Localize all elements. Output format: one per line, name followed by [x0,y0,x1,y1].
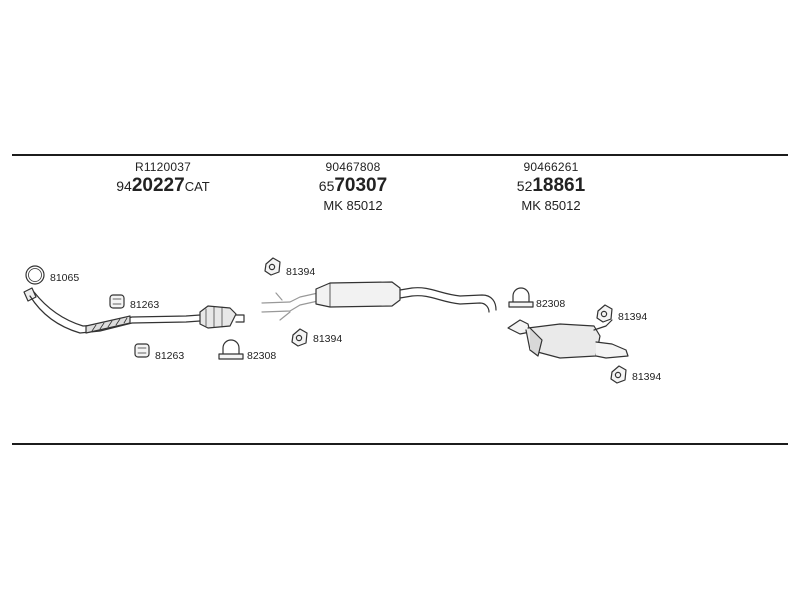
part-label-gasket: 81065 [50,272,80,284]
u-clamp-icon[interactable] [218,339,244,360]
part-number: 6570307 [273,175,433,197]
hanger-rubber-icon[interactable] [264,257,281,276]
part-label-clamp-front: 82308 [247,350,277,362]
hanger-rubber-icon[interactable] [291,328,308,347]
part-label-hanger-mid-top: 81394 [286,266,316,278]
part-label-hanger-rear-top: 81394 [618,311,648,323]
rubber-mount-icon[interactable] [109,294,125,309]
part-number-main: 20227 [131,175,185,196]
group-header-middle-silencer: 90467808 6570307 MK 85012 [273,160,433,213]
group-header-catalytic: R1120037 9420227CAT [83,160,243,197]
part-label-hanger-mid-bottom: 81394 [313,333,343,345]
part-label-mount-lower: 81263 [155,350,185,362]
rubber-mount-icon[interactable] [134,343,150,358]
front-pipe-with-catalyst[interactable] [23,287,245,334]
part-number-main: 18861 [532,175,586,196]
oem-reference: 90466261 [523,160,579,174]
middle-silencer[interactable] [261,281,497,321]
part-number: 9420227CAT [83,175,243,197]
oem-reference: R1120037 [134,160,192,174]
part-number-main: 70307 [334,175,388,196]
part-number-prefix: 65 [318,178,335,194]
part-label-hanger-rear-bottom: 81394 [632,371,662,383]
group-header-rear-silencer: 90466261 5218861 MK 85012 [471,160,631,213]
hanger-rubber-icon[interactable] [610,365,627,384]
gasket-ring-icon[interactable] [25,265,45,285]
bottom-divider-line [12,443,788,445]
rear-silencer[interactable] [507,319,629,359]
part-number-suffix: CAT [184,179,210,194]
part-number: 5218861 [471,175,631,197]
oem-reference: 90467808 [325,160,381,174]
part-label-mount-upper: 81263 [130,299,160,311]
top-divider-line [12,154,788,156]
part-number-prefix: 94 [116,178,132,194]
u-clamp-icon[interactable] [508,287,534,308]
part-number-prefix: 52 [516,178,533,194]
hanger-rubber-icon[interactable] [596,304,613,323]
part-label-clamp-rear: 82308 [536,298,566,310]
mounting-kit-number: MK 85012 [521,198,581,213]
mounting-kit-number: MK 85012 [323,198,383,213]
